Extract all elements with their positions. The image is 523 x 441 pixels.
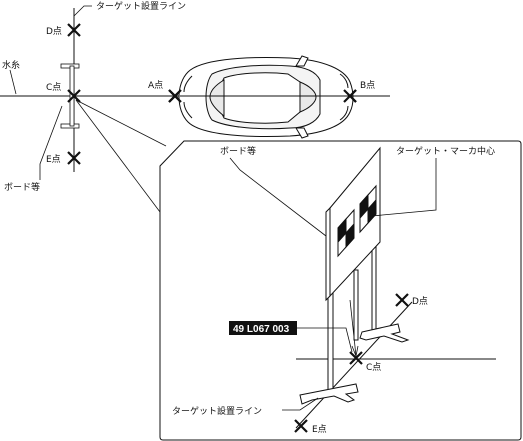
x-marker-a-top — [168, 89, 182, 103]
detail-x-marker-d — [395, 293, 409, 307]
x-marker-c — [67, 89, 81, 103]
leader-code — [296, 327, 353, 353]
code-box — [229, 321, 297, 335]
label-board-detail: ボード等 — [220, 145, 256, 157]
x-marker-e — [67, 151, 81, 165]
board-leader-left — [39, 105, 63, 180]
detail-view — [159, 140, 522, 441]
label-e-point-detail: E点 — [312, 424, 327, 435]
target-line-leader — [73, 5, 92, 17]
detail-target-line — [295, 301, 413, 429]
target-marker-left — [337, 208, 355, 258]
label-a-point: A点 — [148, 80, 163, 91]
plumb-line — [349, 299, 357, 357]
label-target-line-detail: ターゲット設置ライン — [172, 405, 262, 417]
leader-target-line-detail — [282, 397, 319, 411]
label-d-point: D点 — [46, 26, 62, 37]
zoom-line-upper — [75, 99, 167, 147]
leader-board-detail — [229, 157, 327, 237]
target-marker-right — [359, 184, 377, 234]
label-c-point: C点 — [46, 82, 61, 93]
car-top-view — [178, 55, 354, 139]
label-e-point: E点 — [46, 154, 61, 165]
detail-x-marker-c — [349, 351, 363, 365]
label-d-point-detail: D点 — [412, 296, 428, 307]
detail-x-marker-e — [294, 419, 308, 433]
label-target-mark-center: ターゲット・マーカ中心 — [396, 145, 495, 157]
detail-frame — [159, 140, 522, 441]
water-line-tick — [9, 69, 17, 95]
label-c-point-detail: C点 — [366, 362, 381, 373]
label-water-line: 水糸 — [2, 59, 20, 71]
board-foot-front — [299, 383, 359, 405]
board-foot-back — [359, 323, 410, 343]
code-label: 49 L067 003 — [233, 324, 290, 335]
zoom-line-lower — [75, 99, 161, 213]
x-marker-b-top — [343, 89, 357, 103]
label-target-line-top: ターゲット設置ライン — [96, 0, 186, 12]
label-board-left: ボード等 — [4, 181, 40, 193]
plumb-arrow — [351, 345, 359, 358]
leader-target-center — [371, 158, 437, 217]
label-b-point: B点 — [360, 80, 375, 91]
board-panel-edge — [325, 206, 331, 302]
x-marker-d — [67, 23, 81, 37]
